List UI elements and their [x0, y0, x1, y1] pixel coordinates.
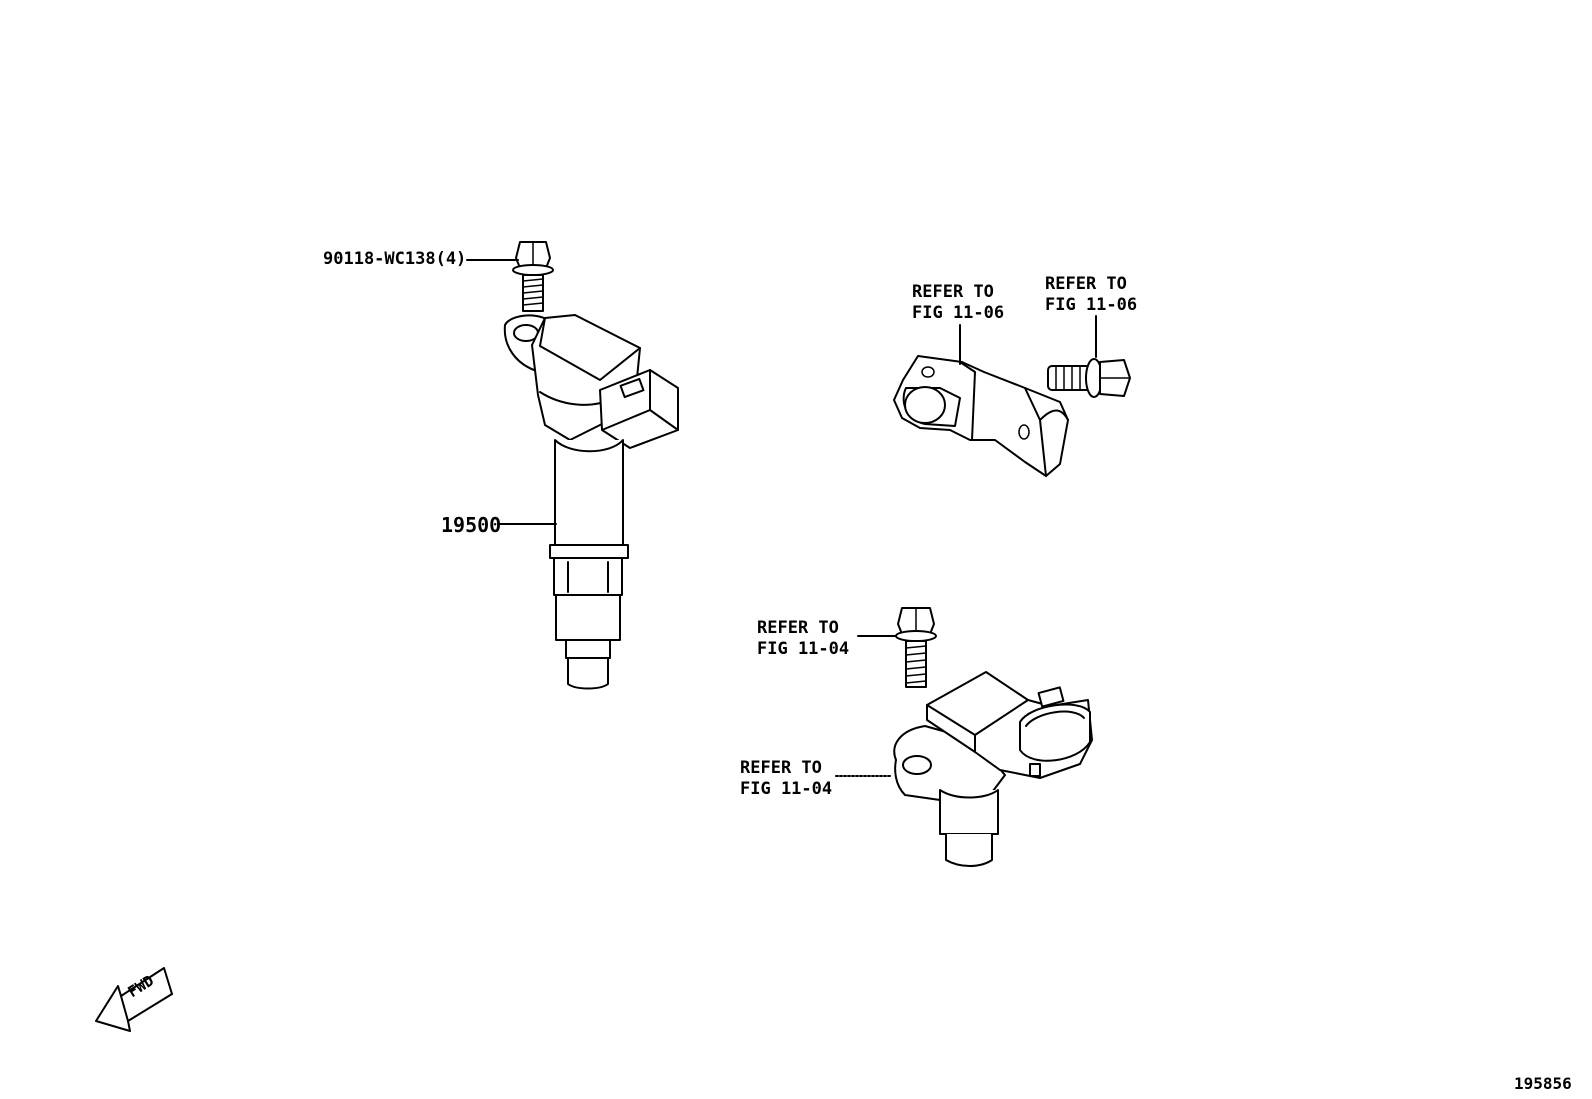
- sensor-lower-bolt-ref-line1: REFER TO: [757, 618, 839, 638]
- sensor-lower-body-ref-line1: REFER TO: [740, 758, 822, 778]
- sensor-upper: [893, 355, 1069, 477]
- sensor-upper-bolt-ref-line2: FIG 11-06: [1045, 295, 1138, 315]
- sensor-upper-bolt-ref-line1: REFER TO: [1045, 274, 1127, 294]
- fwd-arrow-icon: [95, 967, 173, 1032]
- sensor-lower-bolt: [895, 607, 937, 688]
- sensor-upper-bolt: [1047, 358, 1131, 398]
- coil-bolt: [512, 241, 554, 312]
- bolt-part-number-label: 90118-WC138(4): [323, 249, 467, 269]
- diagram-id: 195856: [1514, 1074, 1572, 1093]
- sensor-upper-body-ref-line2: FIG 11-06: [912, 303, 1005, 323]
- sensor-lower-bolt-ref-line2: FIG 11-04: [757, 639, 850, 659]
- sensor-lower: [893, 671, 1093, 867]
- sensor-upper-body-ref-line1: REFER TO: [912, 282, 994, 302]
- sensor-lower-body-ref-line2: FIG 11-04: [740, 779, 833, 799]
- coil-part-number-label: 19500: [441, 513, 502, 537]
- ignition-coil: [503, 314, 679, 690]
